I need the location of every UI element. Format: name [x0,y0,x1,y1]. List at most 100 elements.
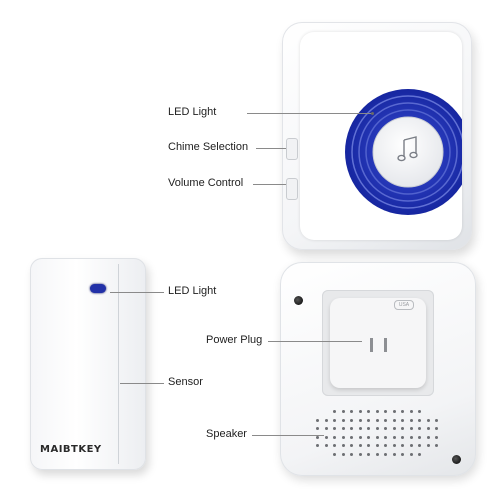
speaker-hole [367,444,370,447]
sensor-led-light [90,284,106,293]
speaker-hole [375,452,379,456]
speaker-hole [401,427,404,430]
speaker-hole [350,452,353,456]
speaker-hole [324,427,328,430]
speaker-hole [316,418,319,422]
volume-control-button[interactable] [286,178,298,200]
speaker-hole [324,444,328,447]
speaker-hole [418,418,421,422]
speaker-hole [358,427,362,430]
receiver-back: USA [280,262,476,476]
speaker-hole [367,410,370,413]
screw-bottom-right [452,455,461,464]
speaker-hole [435,435,438,439]
label-speaker: Speaker [206,428,247,440]
speaker-hole [333,435,336,439]
speaker-hole [367,427,370,430]
speaker-hole [418,435,421,439]
speaker-hole [324,418,328,422]
speaker-hole [341,418,345,422]
label-power-plug: Power Plug [206,334,263,346]
speaker-hole [350,427,353,430]
speaker-hole [333,427,336,430]
speaker-hole [392,444,396,447]
speaker-hole [401,452,404,456]
speaker-hole [341,410,345,413]
speaker-hole [375,418,379,422]
speaker-hole [409,435,413,439]
label-led-light-receiver: LED Light [168,106,217,118]
speaker-hole [358,452,362,456]
speaker-hole [367,418,370,422]
leader-speaker [252,435,324,436]
speaker-hole [367,435,370,439]
sensor-split-line [118,264,119,464]
led-ring-light [345,89,462,215]
leader-led-light-receiver [247,113,372,114]
usa-tag-icon: USA [394,300,414,310]
label-volume-control: Volume Control [168,177,244,189]
speaker-hole [426,444,430,447]
speaker-hole [426,435,430,439]
speaker-hole [350,444,353,447]
speaker-hole [435,444,438,447]
speaker-hole [418,452,421,456]
speaker-hole [333,444,336,447]
speaker-hole [341,444,345,447]
speaker-hole [350,410,353,413]
speaker-hole [401,418,404,422]
leader-chime-selection [256,148,286,149]
speaker-hole [409,444,413,447]
speaker-hole [341,427,345,430]
brand-logo: MAIBTKEY [40,444,102,455]
power-plug-body [330,298,426,388]
label-led-light-sensor: LED Light [168,285,217,297]
speaker-hole [392,427,396,430]
music-note-icon [397,136,418,162]
speaker-hole [409,452,413,456]
speaker-hole [375,435,379,439]
speaker-hole [384,410,387,413]
speaker-hole [384,444,387,447]
leader-sensor [120,383,164,384]
speaker-hole [324,435,328,439]
speaker-hole [358,444,362,447]
speaker-hole [426,427,430,430]
label-sensor: Sensor [168,376,203,388]
door-sensor: MAIBTKEY [30,258,146,470]
chime-selection-button[interactable] [286,138,298,160]
speaker-hole [384,435,387,439]
speaker-hole [401,444,404,447]
plug-prong-right [384,338,387,352]
speaker-hole [392,435,396,439]
speaker-hole [358,435,362,439]
plug-prong-left [370,338,373,352]
speaker-hole [409,427,413,430]
speaker-hole [341,452,345,456]
speaker-hole [316,444,319,447]
speaker-grill [314,406,444,462]
speaker-hole [316,427,319,430]
receiver-face [300,32,462,240]
leader-power-plug [268,341,362,342]
speaker-hole [375,444,379,447]
speaker-hole [392,452,396,456]
speaker-hole [418,427,421,430]
speaker-hole [375,410,379,413]
speaker-hole [392,418,396,422]
speaker-hole [375,427,379,430]
power-plug: USA [322,290,434,396]
speaker-hole [435,427,438,430]
screw-top-left [294,296,303,305]
speaker-hole [367,452,370,456]
speaker-hole [350,435,353,439]
speaker-hole [392,410,396,413]
speaker-hole [316,435,319,439]
speaker-hole [333,418,336,422]
speaker-hole [418,444,421,447]
speaker-hole [333,452,336,456]
speaker-hole [341,435,345,439]
speaker-hole [384,418,387,422]
leader-dot [371,112,374,115]
speaker-hole [358,410,362,413]
